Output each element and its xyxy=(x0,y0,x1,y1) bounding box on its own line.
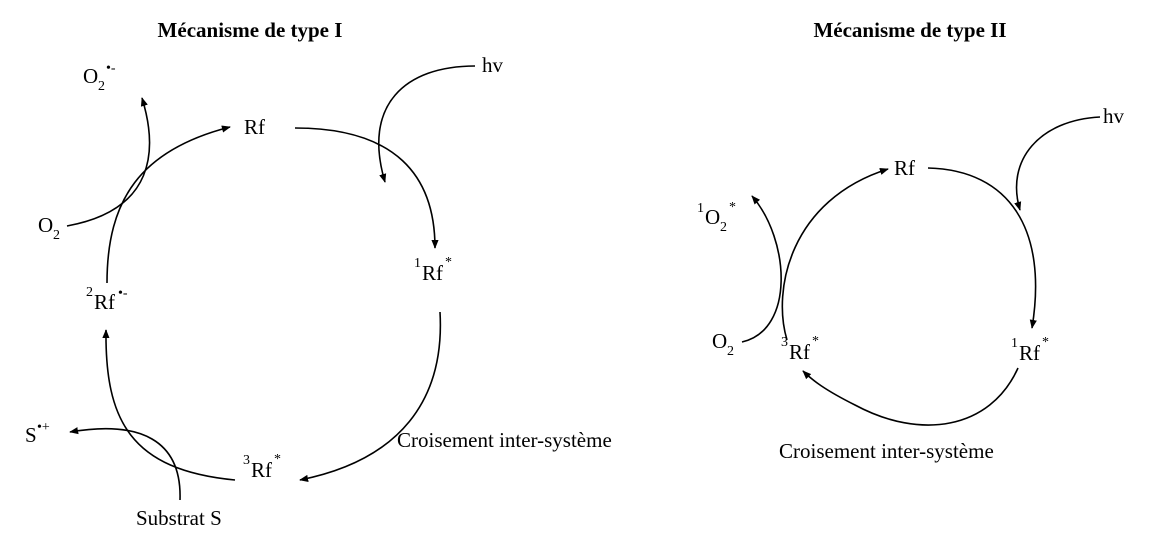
svg-text:*: * xyxy=(445,255,452,270)
type2-singlet-label: 1 Rf * xyxy=(1011,335,1049,365)
type1-substrate-label: Substrat S xyxy=(136,506,222,530)
type1-isc-label: Croisement inter-système xyxy=(397,428,612,452)
svg-text:3: 3 xyxy=(781,335,788,350)
svg-text:3: 3 xyxy=(243,453,250,468)
type2-hv-arrow xyxy=(1014,116,1101,211)
type1-hv-label: hv xyxy=(482,53,504,77)
type1-arrow-triplet-to-radical xyxy=(102,329,236,481)
svg-text:O: O xyxy=(83,64,98,88)
svg-text:2: 2 xyxy=(727,344,734,359)
type1-radical-anion-label: 2 Rf •- xyxy=(86,285,128,314)
svg-text:*: * xyxy=(1042,335,1049,350)
svg-text:Rf: Rf xyxy=(789,340,810,364)
svg-text:O: O xyxy=(38,213,53,237)
type2-oxygen-arrow xyxy=(741,195,782,343)
type1-substrate-arrow xyxy=(69,427,181,501)
type1-oxygen-arrow xyxy=(66,97,151,227)
svg-text:S: S xyxy=(25,423,37,447)
type1-oxygen-label: O 2 xyxy=(38,213,60,243)
type2-isc-label: Croisement inter-système xyxy=(779,439,994,463)
type1-arrow-singlet-to-triplet xyxy=(299,311,442,482)
svg-text:1: 1 xyxy=(697,201,704,216)
type1-title: Mécanisme de type I xyxy=(158,18,343,42)
svg-text:•+: •+ xyxy=(37,420,50,435)
svg-text:*: * xyxy=(274,452,281,467)
svg-text:*: * xyxy=(812,334,819,349)
type1-mechanism: Mécanisme de type I hv Rf 1 Rf * 3 Rf * … xyxy=(25,18,612,530)
svg-text:1: 1 xyxy=(414,256,421,271)
type2-singlet-oxygen-label: 1 O 2 * xyxy=(697,200,736,235)
type2-rf-label: Rf xyxy=(894,156,915,180)
type2-mechanism: Mécanisme de type II hv Rf 1 O 2 * O 2 3… xyxy=(697,18,1125,463)
type1-arrow-radical-to-rf xyxy=(106,125,231,284)
svg-text:*: * xyxy=(729,200,736,215)
type1-superoxide-label: O 2 •- xyxy=(83,61,116,94)
svg-text:Rf: Rf xyxy=(422,261,443,285)
svg-text:Rf: Rf xyxy=(1019,341,1040,365)
type2-arrow-singlet-to-triplet xyxy=(802,367,1019,426)
svg-text:Rf: Rf xyxy=(94,290,115,314)
type2-arrow-rf-to-singlet xyxy=(927,167,1037,329)
type1-radical-cation-label: S •+ xyxy=(25,420,50,447)
svg-text:•-: •- xyxy=(106,61,116,76)
svg-text:2: 2 xyxy=(53,228,60,243)
type2-triplet-label: 3 Rf * xyxy=(781,334,819,364)
svg-text:O: O xyxy=(705,205,720,229)
type2-hv-label: hv xyxy=(1103,104,1125,128)
svg-text:Rf: Rf xyxy=(251,458,272,482)
svg-text:•-: •- xyxy=(118,286,128,301)
svg-text:O: O xyxy=(712,329,727,353)
svg-text:2: 2 xyxy=(86,285,93,300)
svg-text:2: 2 xyxy=(98,79,105,94)
type1-hv-arrow xyxy=(378,65,476,183)
svg-text:1: 1 xyxy=(1011,336,1018,351)
type1-triplet-label: 3 Rf * xyxy=(243,452,281,482)
type2-oxygen-label: O 2 xyxy=(712,329,734,359)
type2-title: Mécanisme de type II xyxy=(813,18,1006,42)
type2-arrow-triplet-to-rf xyxy=(781,168,889,341)
type1-singlet-label: 1 Rf * xyxy=(414,255,452,285)
svg-text:2: 2 xyxy=(720,220,727,235)
type1-rf-label: Rf xyxy=(244,115,265,139)
type1-arrow-rf-to-singlet xyxy=(294,127,439,249)
